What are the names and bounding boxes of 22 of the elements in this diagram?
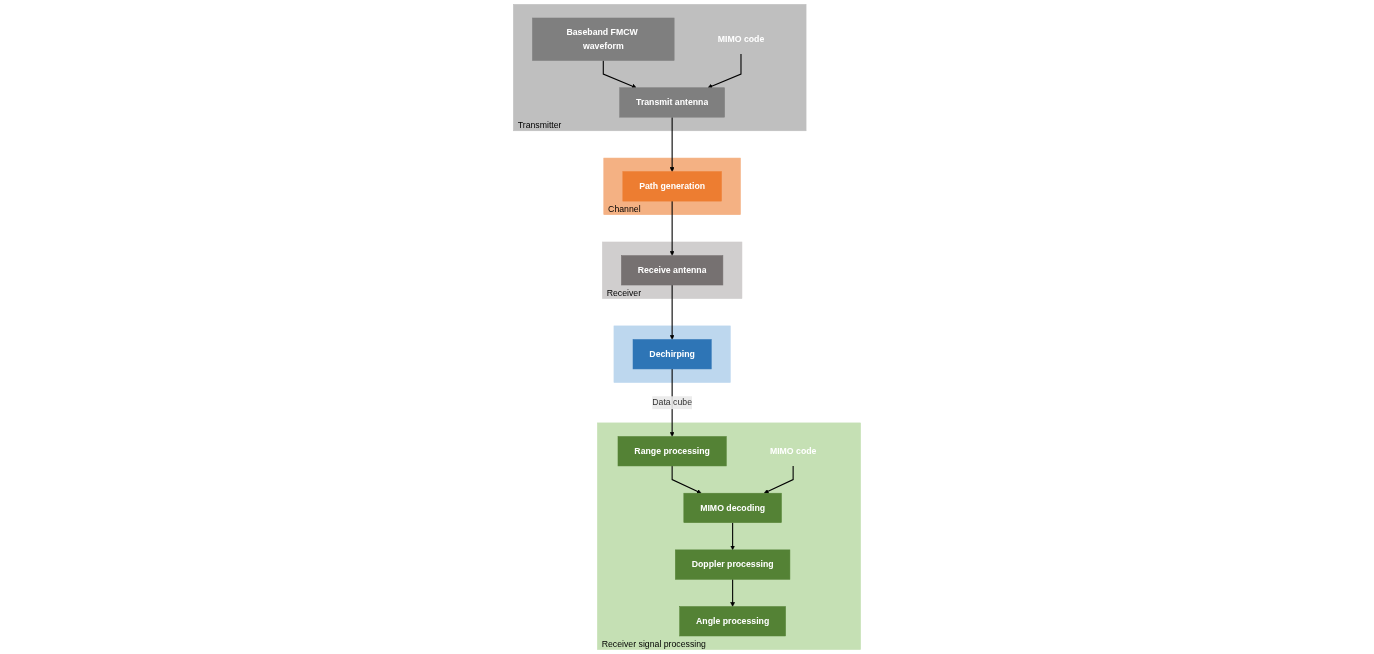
arrow (763, 465, 794, 494)
arrow (707, 53, 742, 89)
node-box: Transmit antenna (619, 87, 725, 118)
arrow (730, 578, 735, 607)
arrow (669, 200, 675, 256)
arrow (671, 465, 702, 494)
node-box: Range processing (617, 436, 727, 467)
arrow (730, 522, 735, 551)
node-box: Path generation (622, 171, 722, 202)
cluster (613, 325, 731, 383)
arrow (602, 59, 637, 89)
node-box: Receive antenna (621, 255, 724, 286)
arrow (669, 284, 675, 340)
edge-label: Data cube (652, 397, 692, 408)
node-text: MIMO code (717, 34, 765, 44)
node-box: Angle processing (679, 606, 786, 637)
node-box: MIMO decoding (683, 492, 782, 523)
node-text: MIMO code (769, 446, 817, 456)
node-box: Dechirping (632, 339, 712, 370)
arrow (669, 116, 675, 172)
node-box: Baseband FMCW waveform (532, 17, 675, 61)
node-box: Doppler processing (675, 549, 791, 580)
